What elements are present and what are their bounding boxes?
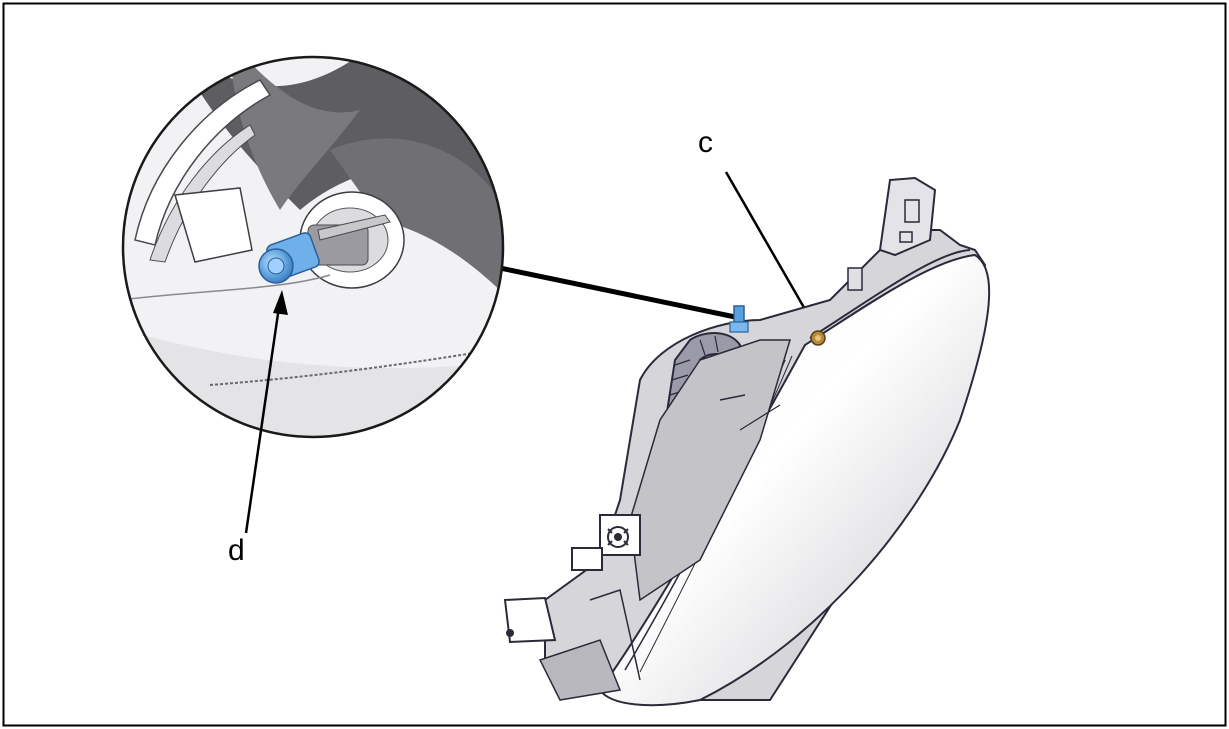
- gold-screw: [810, 330, 826, 346]
- callout-label-c: c: [698, 126, 713, 159]
- zoom-connector-line: [499, 265, 741, 321]
- callout-label-d: d: [228, 534, 245, 567]
- blue-clip: [729, 305, 749, 333]
- magnified-detail-circle: [121, 55, 505, 439]
- panel-assembly: [503, 176, 991, 707]
- blue-clip-zoomed: [258, 232, 320, 284]
- gear-mount: [599, 514, 641, 556]
- leader-arrow-d: [244, 290, 288, 534]
- leader-arrow-c: [724, 171, 816, 328]
